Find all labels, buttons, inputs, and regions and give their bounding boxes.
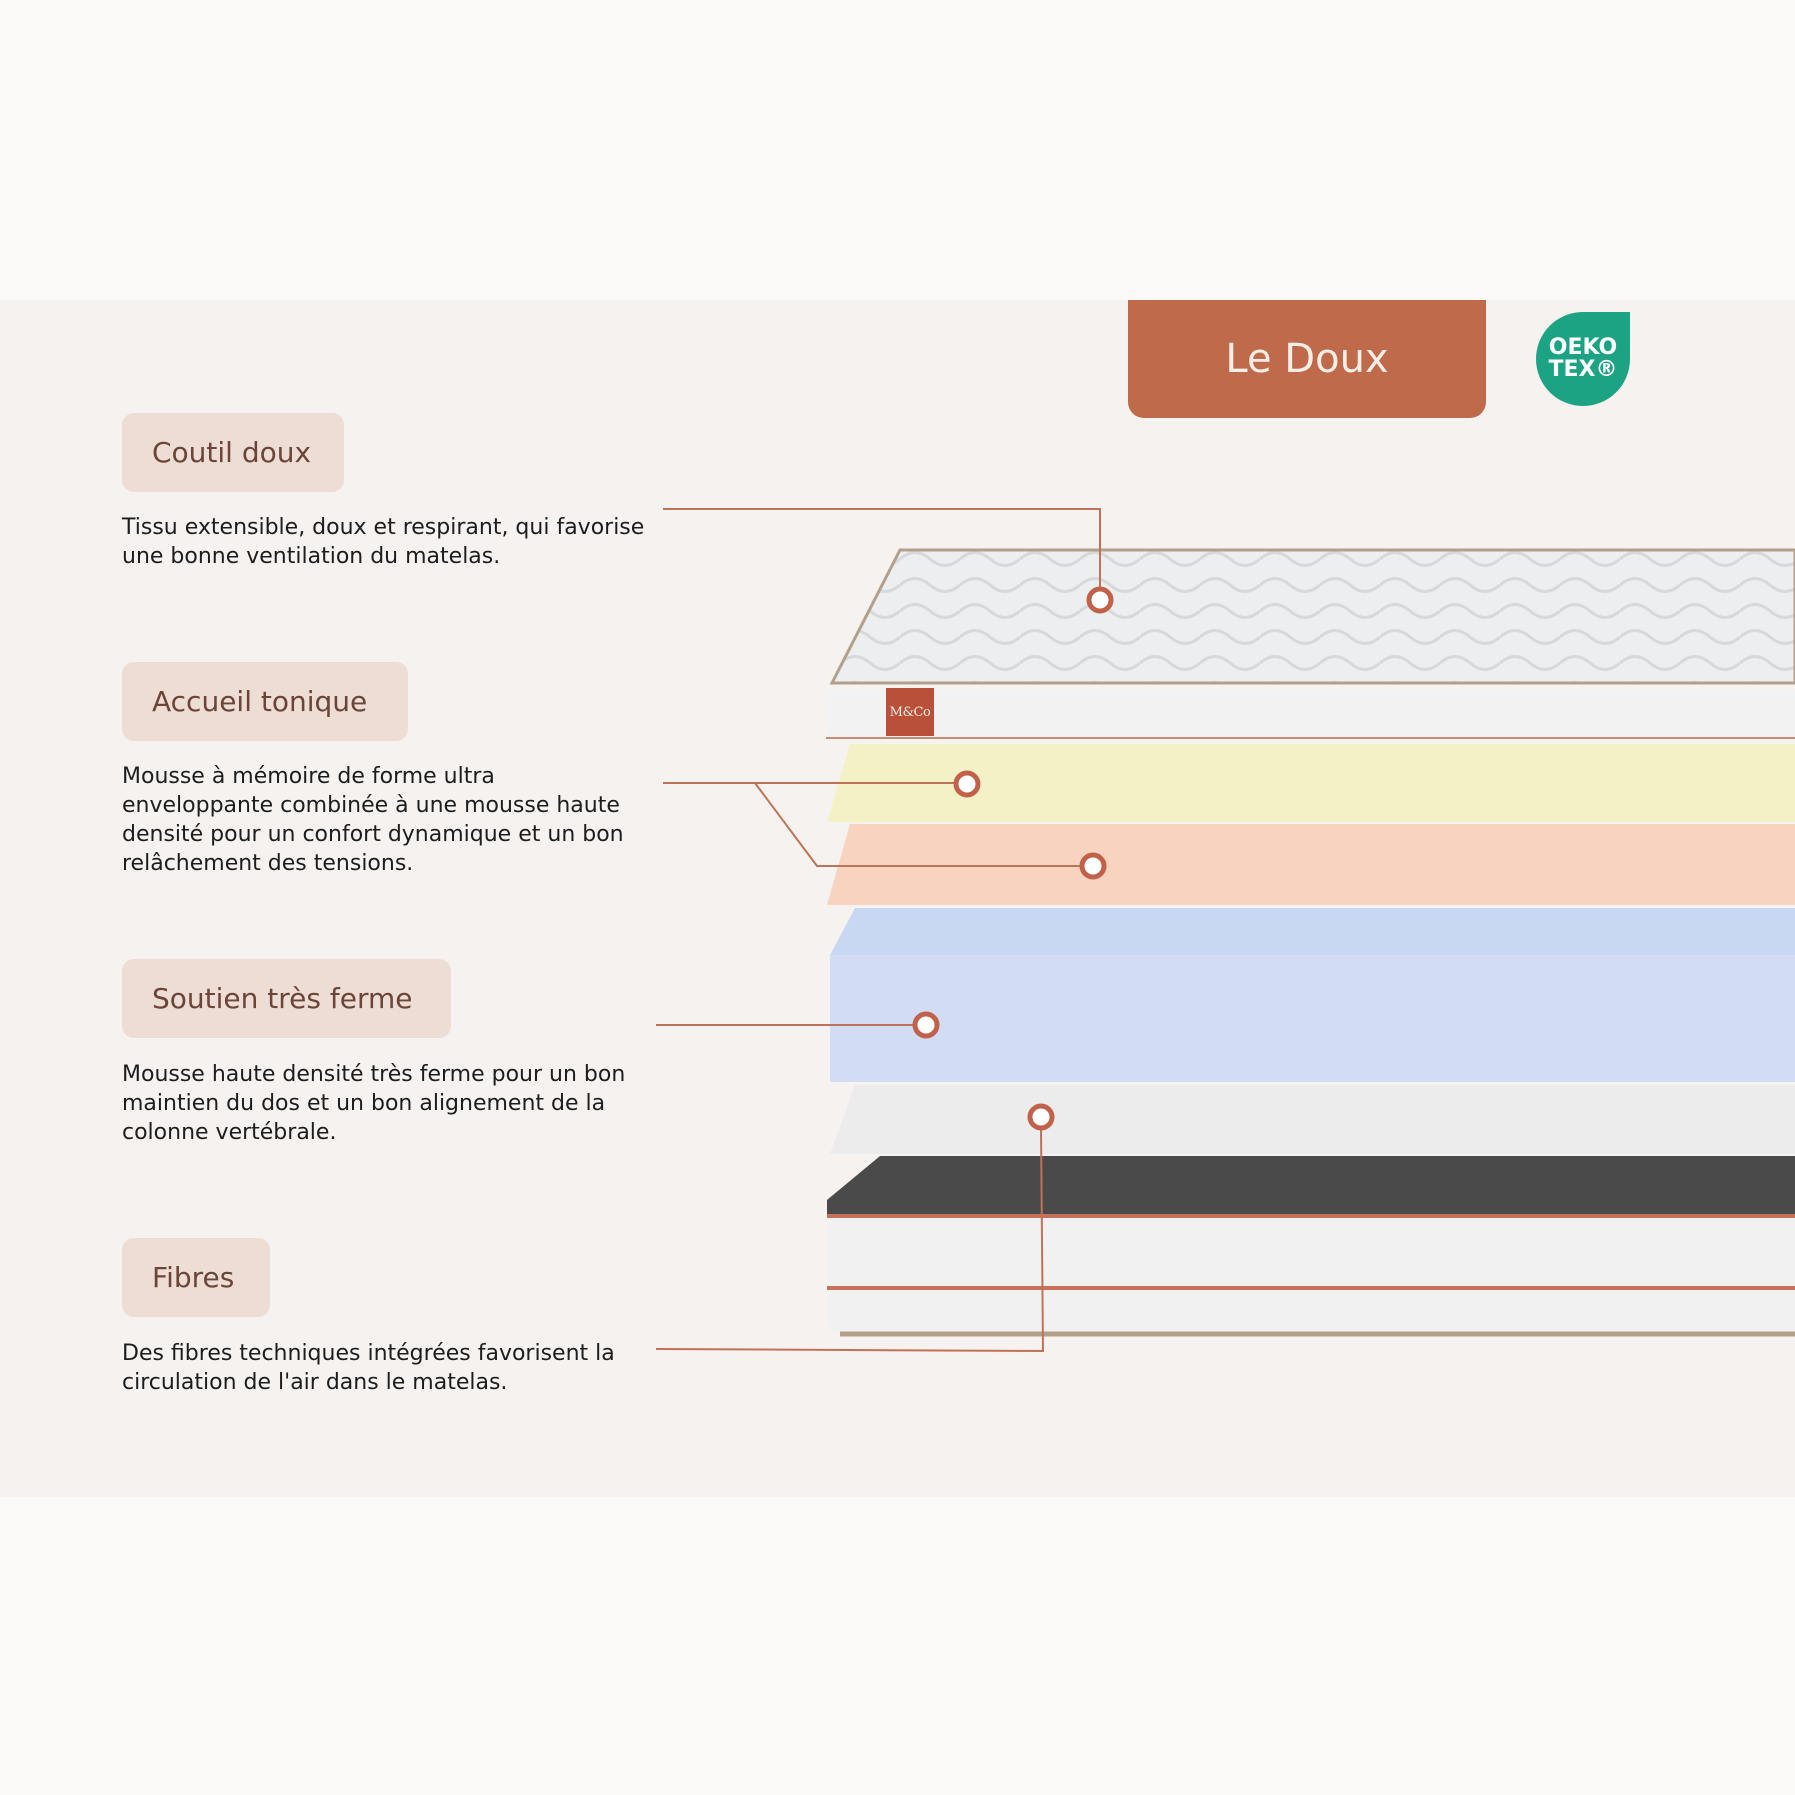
product-name-badge: Le Doux (1128, 300, 1486, 418)
callout-lines (655, 508, 1101, 1353)
tex-line: TEX® (1548, 357, 1618, 382)
layer-label-soutien: Soutien très ferme (122, 959, 451, 1038)
layer-description-coutil: Tissu extensible, doux et respirant, qui… (122, 515, 645, 569)
layer-label-fibres: Fibres (122, 1238, 270, 1317)
top-mattress (826, 548, 1795, 739)
marker-coutil (1086, 586, 1114, 614)
brand-tag-icon (886, 688, 934, 736)
brand-tag-label: M&Co (889, 704, 931, 720)
base-mattress (827, 1156, 1795, 1337)
layer-label-coutil: Coutil doux (122, 413, 344, 492)
memory-foam-layer (827, 744, 1795, 822)
fiber-layer (830, 1085, 1795, 1154)
layer-label-accueil: Accueil tonique (122, 662, 408, 741)
oeko-tex-logo: OEKO TEX® (1536, 312, 1630, 406)
marker-support (912, 1011, 940, 1039)
support-foam-layer (830, 908, 1795, 1082)
oeko-line: OEKO (1548, 335, 1618, 360)
marker-fibres (1027, 1103, 1055, 1131)
high-density-foam-layer (827, 824, 1795, 905)
layer-description-accueil: Mousse à mémoire de forme ultra envelopp… (122, 764, 624, 876)
layer-description-fibres: Des fibres techniques intégrées favorise… (122, 1341, 615, 1395)
layer-description-soutien: Mousse haute densité très ferme pour un … (122, 1062, 626, 1145)
marker-high-density-foam (1079, 852, 1107, 880)
marker-memory-foam (953, 770, 981, 798)
